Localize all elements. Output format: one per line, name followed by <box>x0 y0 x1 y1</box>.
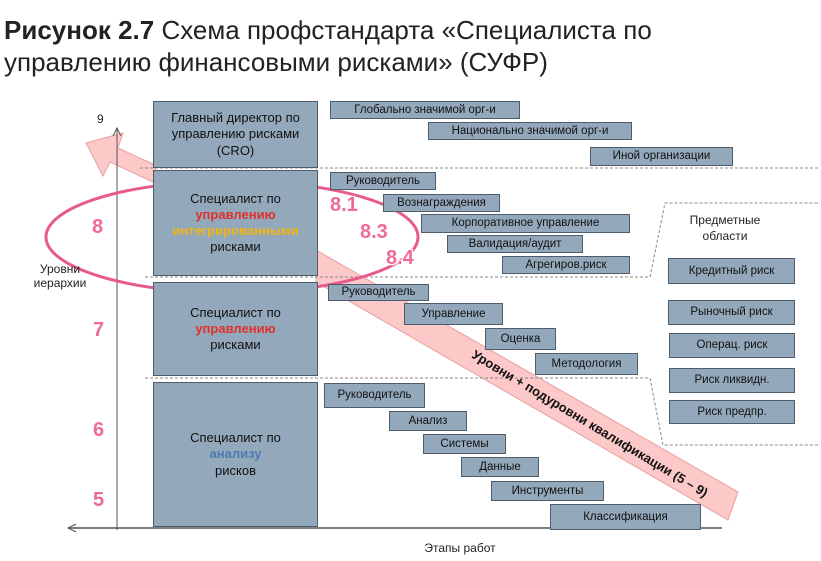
l8-box: Корпоративное управление <box>421 214 630 233</box>
l6-box: Данные <box>461 457 539 477</box>
figure-title: Рисунок 2.7 Схема профстандарта «Специал… <box>4 15 652 77</box>
l8-box: Руководитель <box>330 172 436 190</box>
level-cro-box: Главный директор по управлению рисками (… <box>153 101 318 168</box>
cro-box: Иной организации <box>590 147 733 166</box>
level-number: 8 <box>92 216 104 238</box>
domain-box: Риск ликвидн. <box>669 368 795 393</box>
cro-box: Национально значимой орг-и <box>428 122 632 140</box>
l6-box: Анализ <box>389 411 467 431</box>
l7-box: Управление <box>404 303 503 325</box>
y-axis-top-label: 9 <box>97 112 104 126</box>
domains-title: Предметные области <box>689 213 761 243</box>
l6-box: Руководитель <box>324 383 425 408</box>
l8-box: Вознаграждения <box>383 194 500 212</box>
upward-arrow-icon <box>85 132 156 184</box>
l7-box: Руководитель <box>328 284 429 301</box>
l6-box: Классификация <box>550 504 701 530</box>
l8-box: Валидация/аудит <box>447 235 583 253</box>
x-axis-label: Этапы работ <box>424 541 496 555</box>
cro-box: Глобально значимой орг-и <box>330 101 520 119</box>
sublevel-number: 8.1 <box>330 194 358 216</box>
level-number: 5 <box>93 489 105 511</box>
domain-box: Кредитный риск <box>668 258 795 284</box>
sublevel-number: 8.4 <box>386 247 414 269</box>
l7-box: Оценка <box>485 328 556 350</box>
domain-box: Риск предпр. <box>669 400 795 424</box>
y-axis-label: Уровни иерархии <box>33 262 87 290</box>
level-number: 6 <box>93 419 105 441</box>
level-number: 7 <box>93 319 105 341</box>
l6-box: Системы <box>423 434 506 454</box>
l8-box: Агрегиров.риск <box>502 256 630 274</box>
l6-box: Инструменты <box>491 481 604 501</box>
level-dividers <box>140 167 820 446</box>
domain-box: Рыночный риск <box>668 300 795 325</box>
sublevel-number: 8.3 <box>360 221 388 243</box>
l7-box: Методология <box>535 353 638 375</box>
domain-box: Операц. риск <box>669 333 795 358</box>
